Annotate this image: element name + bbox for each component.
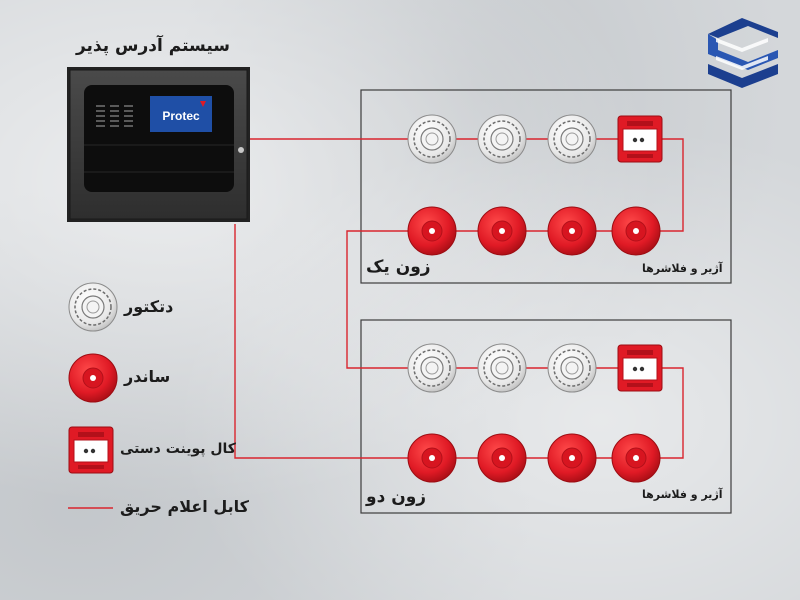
zone-two-sounder-label: آژیر و فلاشرها [642, 488, 723, 501]
manual-call-point-icon [617, 344, 663, 392]
panel-title: سیستم آدرس پذیر [75, 36, 230, 56]
company-logo-icon [708, 18, 778, 88]
panel-brand-text: Protec [162, 109, 200, 123]
legend-manual-call-point-icon [68, 426, 114, 474]
detector-icon [477, 343, 527, 393]
zone-one-sounder-label: آژیر و فلاشرها [642, 262, 723, 275]
zone-two-frame [360, 319, 732, 514]
zone-one-frame [360, 89, 732, 284]
sounder-icon [547, 206, 597, 256]
legend-sounder-icon [68, 353, 118, 403]
legend-detector-label: دتکتور [124, 297, 174, 316]
panel-indicator-leds [96, 105, 133, 127]
sounder-icon [407, 206, 457, 256]
manual-call-point-icon [617, 115, 663, 163]
sounder-icon [611, 433, 661, 483]
sounder-icon [547, 433, 597, 483]
legend-mcp-label: کال پوینت دستی [120, 441, 236, 457]
panel-lock-icon [238, 147, 244, 153]
legend-cable-label: کابل اعلام حریق [120, 497, 249, 516]
zone-one-devices [407, 114, 663, 256]
sounder-icon [477, 206, 527, 256]
detector-icon [477, 114, 527, 164]
zone-one-title: زون یک [366, 257, 431, 277]
zone-two-devices [407, 343, 663, 483]
legend-detector-icon [68, 282, 118, 332]
legend [68, 282, 118, 509]
fire-alarm-cable [234, 138, 684, 459]
addressable-panel: Protec [67, 67, 250, 222]
detector-icon [407, 343, 457, 393]
zone-two-title: زون دو [366, 487, 427, 507]
legend-sounder-label: ساندر [124, 367, 171, 386]
detector-icon [547, 114, 597, 164]
detector-icon [547, 343, 597, 393]
detector-icon [407, 114, 457, 164]
sounder-icon [407, 433, 457, 483]
sounder-icon [477, 433, 527, 483]
sounder-icon [611, 206, 661, 256]
